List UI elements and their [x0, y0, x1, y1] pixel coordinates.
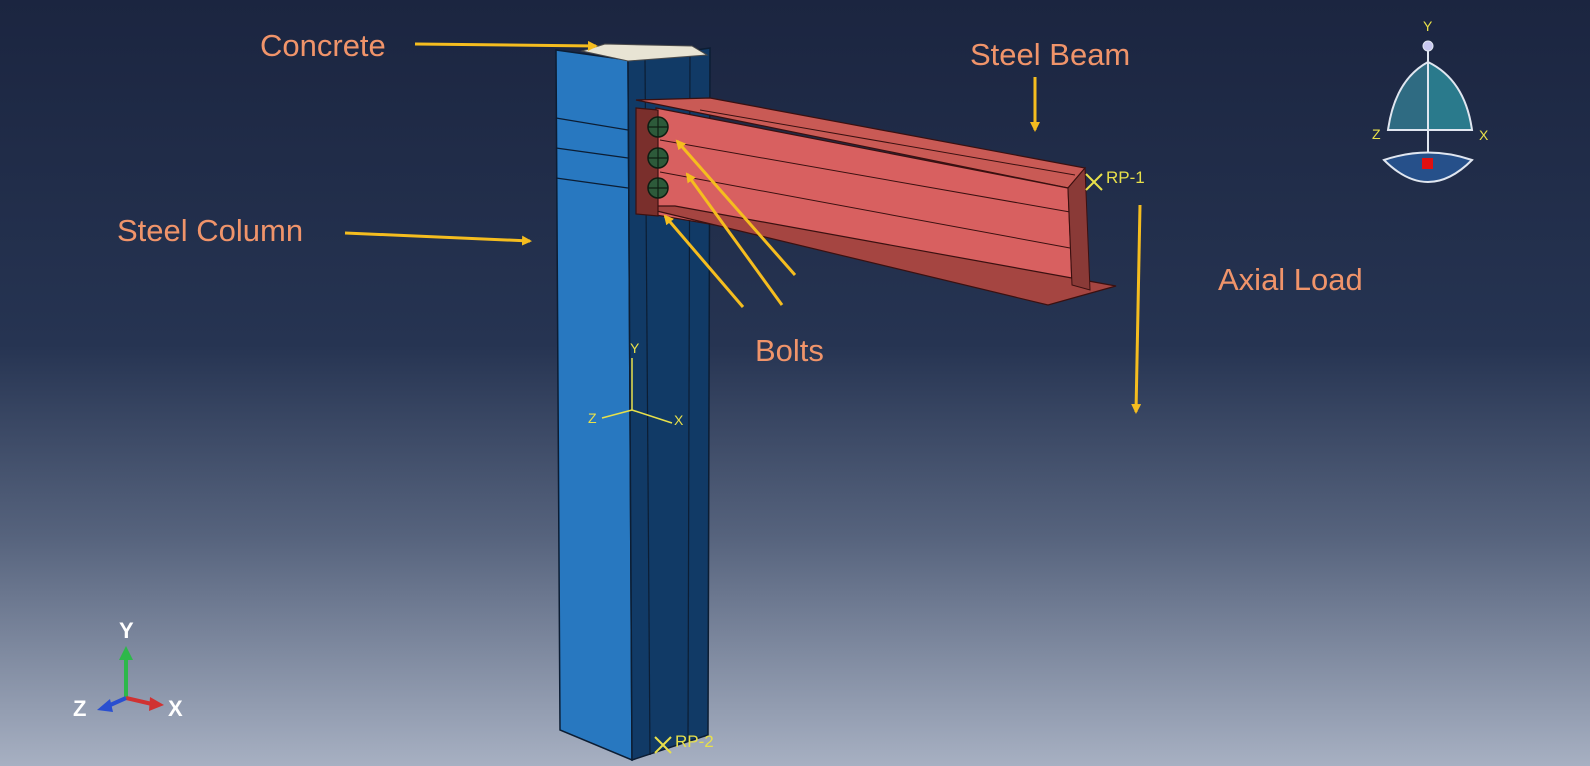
column-partition-line — [555, 147, 629, 159]
bolt-icon[interactable] — [647, 147, 669, 169]
bolt-group[interactable] — [647, 116, 669, 199]
beam-edge-line — [659, 139, 1071, 213]
column-partition-line — [555, 177, 629, 189]
rp-marker-icon[interactable] — [1085, 173, 1103, 191]
local-csys-z-label: Z — [588, 410, 597, 426]
concrete-label: Concrete — [260, 28, 386, 63]
concrete-infill[interactable] — [580, 43, 709, 62]
bolt-arrow-2 — [685, 172, 784, 306]
local-csys-icon — [601, 358, 673, 424]
triad-z-label: Z — [73, 696, 87, 721]
view-cube-icon[interactable] — [1382, 40, 1474, 184]
steel-column-label: Steel Column — [117, 213, 304, 248]
steel-column[interactable] — [555, 47, 711, 762]
axis-triad-icon — [97, 646, 164, 712]
callout-arrows — [344, 40, 1142, 414]
rp1-label: RP-1 — [1106, 168, 1145, 187]
beam-end-face — [1067, 166, 1091, 291]
triad-y-label: Y — [119, 618, 134, 643]
triad-x-label: X — [168, 696, 183, 721]
rp2-label: RP-2 — [675, 732, 714, 751]
bolt-arrow-3 — [663, 214, 745, 308]
bolt-icon[interactable] — [647, 177, 669, 199]
bolt-arrow-1 — [675, 139, 797, 276]
concrete-arrow — [414, 40, 598, 51]
axial-load-label: Axial Load — [1218, 262, 1363, 297]
steel-beam-label: Steel Beam — [970, 37, 1131, 72]
axial-load-arrow — [1131, 204, 1142, 414]
view-cube-z-label: Z — [1372, 126, 1381, 142]
view-cube-y-label: Y — [1423, 18, 1433, 34]
steel-column-arrow — [344, 231, 532, 246]
bolt-icon[interactable] — [647, 116, 669, 138]
view-cube-x-label: X — [1479, 127, 1489, 143]
column-partition-line — [555, 117, 629, 131]
beam-edge-line — [699, 109, 1076, 176]
rp-marker-icon[interactable] — [654, 736, 672, 754]
local-csys-y-label: Y — [630, 340, 640, 356]
bolts-label: Bolts — [755, 333, 824, 368]
beam-edge-line — [659, 171, 1071, 249]
local-csys-x-label: X — [674, 412, 684, 428]
